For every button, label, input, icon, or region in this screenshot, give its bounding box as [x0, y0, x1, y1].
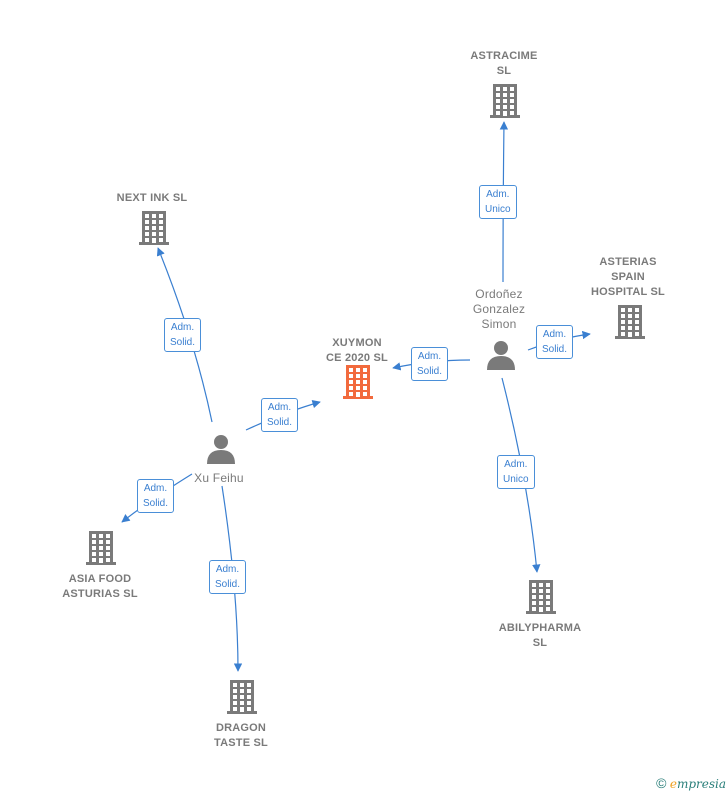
- building-icon[interactable]: [526, 580, 556, 614]
- node-label-line: ASIA FOOD: [68, 573, 132, 585]
- edge-label-ordonez-astracime[interactable]: Adm. Unico: [479, 185, 517, 219]
- node-label-asia_food[interactable]: ASIA FOOD ASTURIAS SL: [45, 572, 155, 602]
- edge-label-xu_feihu-next_ink[interactable]: Adm. Solid.: [164, 318, 202, 352]
- node-label-dragon[interactable]: DRAGON TASTE SL: [186, 721, 296, 751]
- edge-label-line: Adm.: [504, 459, 528, 470]
- node-label-asterias[interactable]: ASTERIAS SPAIN HOSPITAL SL: [568, 255, 688, 300]
- node-label-abilypharma[interactable]: ABILYPHARMA SL: [485, 621, 595, 651]
- node-label-line: CE 2020 SL: [326, 352, 388, 364]
- building-icon[interactable]: [86, 531, 116, 565]
- edge-label-xu_feihu-dragon[interactable]: Adm. Solid.: [209, 560, 247, 594]
- edge-label-line: Solid.: [215, 579, 241, 590]
- node-label-line: ABILYPHARMA: [498, 622, 582, 634]
- edge-label-xu_feihu-xuymon[interactable]: Adm. Solid.: [261, 398, 299, 432]
- node-label-line: ASTERIAS: [599, 256, 657, 268]
- node-label-next_ink[interactable]: NEXT INK SL: [97, 191, 207, 206]
- node-label-line: ASTRACIME: [470, 50, 538, 62]
- node-label-line: TASTE SL: [214, 737, 268, 749]
- person-icon[interactable]: [487, 341, 515, 370]
- node-label-line: Ordoñez: [475, 287, 523, 301]
- edge-label-ordonez-abilypharma[interactable]: Adm. Unico: [497, 455, 535, 489]
- building-icon[interactable]: [139, 211, 169, 245]
- node-label-line: SL: [496, 65, 512, 77]
- node-label-line: DRAGON: [215, 722, 267, 734]
- edge-label-line: Solid.: [170, 337, 196, 348]
- copyright-icon: ©: [656, 775, 667, 791]
- edge-label-line: Adm.: [486, 189, 510, 200]
- node-label-line: HOSPITAL SL: [591, 286, 665, 298]
- person-icon[interactable]: [207, 435, 235, 464]
- icons-layer: [86, 84, 645, 714]
- node-label-line: Simon: [481, 317, 517, 331]
- node-label-line: XUYMON: [332, 337, 382, 349]
- node-label-line: NEXT INK SL: [116, 192, 188, 204]
- edge-label-ordonez-asterias[interactable]: Adm. Solid.: [536, 325, 574, 359]
- node-label-line: Xu Feihu: [194, 471, 244, 485]
- edge-label-line: Adm.: [143, 483, 168, 494]
- edge-label-line: Unico: [485, 204, 511, 215]
- building-icon[interactable]: [227, 680, 257, 714]
- node-label-line: Gonzalez: [472, 302, 526, 316]
- building-icon[interactable]: [490, 84, 520, 118]
- node-label-xuymon[interactable]: XUYMON CE 2020 SL: [302, 336, 412, 366]
- edge-label-line: Adm.: [417, 351, 442, 362]
- edge-label-line: Solid.: [267, 417, 293, 428]
- edge-label-line: Solid.: [143, 498, 169, 509]
- node-label-line: SL: [532, 637, 548, 649]
- brand-logo: empresia: [669, 777, 726, 791]
- node-label-line: ASTURIAS SL: [62, 588, 138, 600]
- edge-label-line: Adm.: [170, 322, 195, 333]
- edge-label-line: Solid.: [417, 366, 443, 377]
- node-label-xu_feihu[interactable]: Xu Feihu: [174, 471, 264, 486]
- edge-label-line: Adm.: [542, 329, 567, 340]
- edge-label-line: Adm.: [215, 564, 240, 575]
- edge-label-line: Unico: [503, 474, 529, 485]
- building-icon[interactable]: [343, 365, 373, 399]
- node-label-line: SPAIN: [611, 271, 645, 283]
- edge-label-ordonez-xuymon[interactable]: Adm. Solid.: [411, 347, 449, 381]
- node-label-astracime[interactable]: ASTRACIME SL: [449, 49, 559, 79]
- edge-label-line: Adm.: [267, 402, 292, 413]
- edge-label-line: Solid.: [542, 344, 568, 355]
- edge-label-xu_feihu-asia_food[interactable]: Adm. Solid.: [137, 479, 175, 513]
- footer-brand[interactable]: © empresia: [656, 775, 726, 791]
- building-icon[interactable]: [615, 305, 645, 339]
